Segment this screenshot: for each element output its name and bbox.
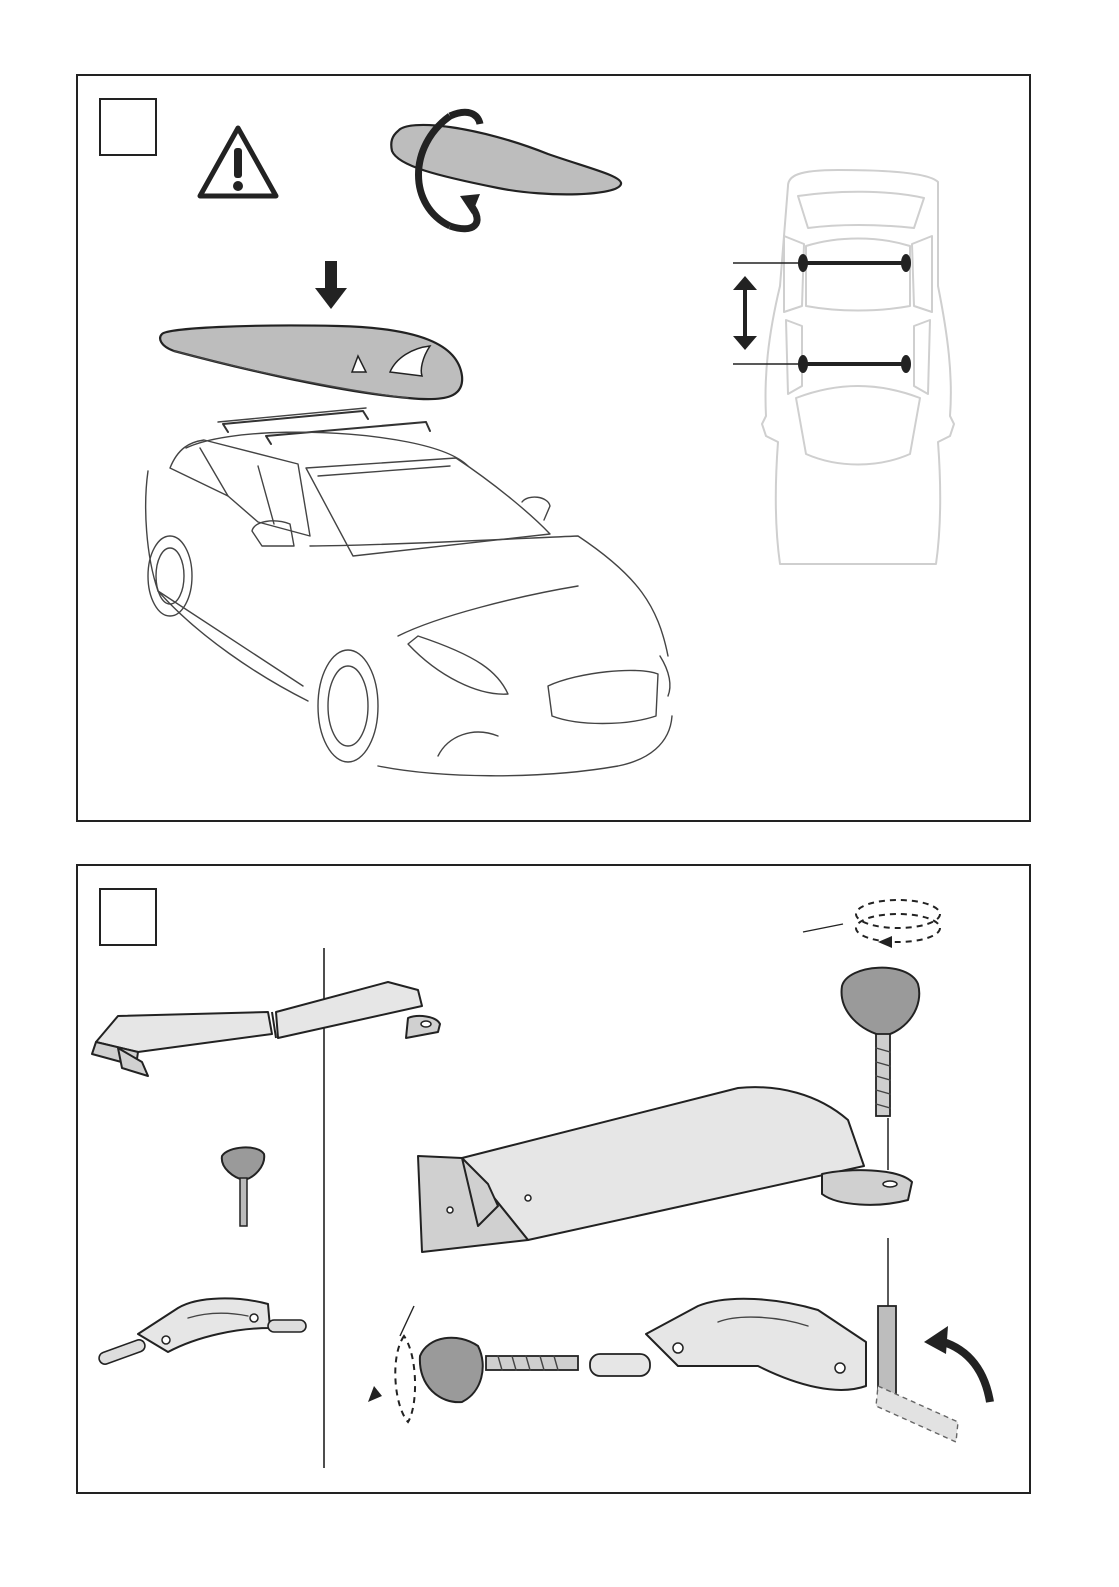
instruction-panel-2 [76, 864, 1031, 1494]
assembly-detail [368, 900, 990, 1442]
panel-2-illustration [78, 866, 1033, 1496]
knob-screw [222, 1147, 264, 1226]
car-with-roof-bars [146, 408, 672, 776]
clamp-bracket [97, 1298, 306, 1365]
warning-icon [200, 128, 276, 196]
car-top-view-bar-spacing [733, 170, 954, 564]
instruction-panel-1 [76, 74, 1031, 822]
surfboard [160, 325, 462, 399]
rotate-board-icon [391, 112, 621, 228]
mount-rail-assembly [92, 982, 440, 1076]
panel-1-illustration [78, 76, 1033, 824]
down-arrow-icon [315, 261, 347, 309]
